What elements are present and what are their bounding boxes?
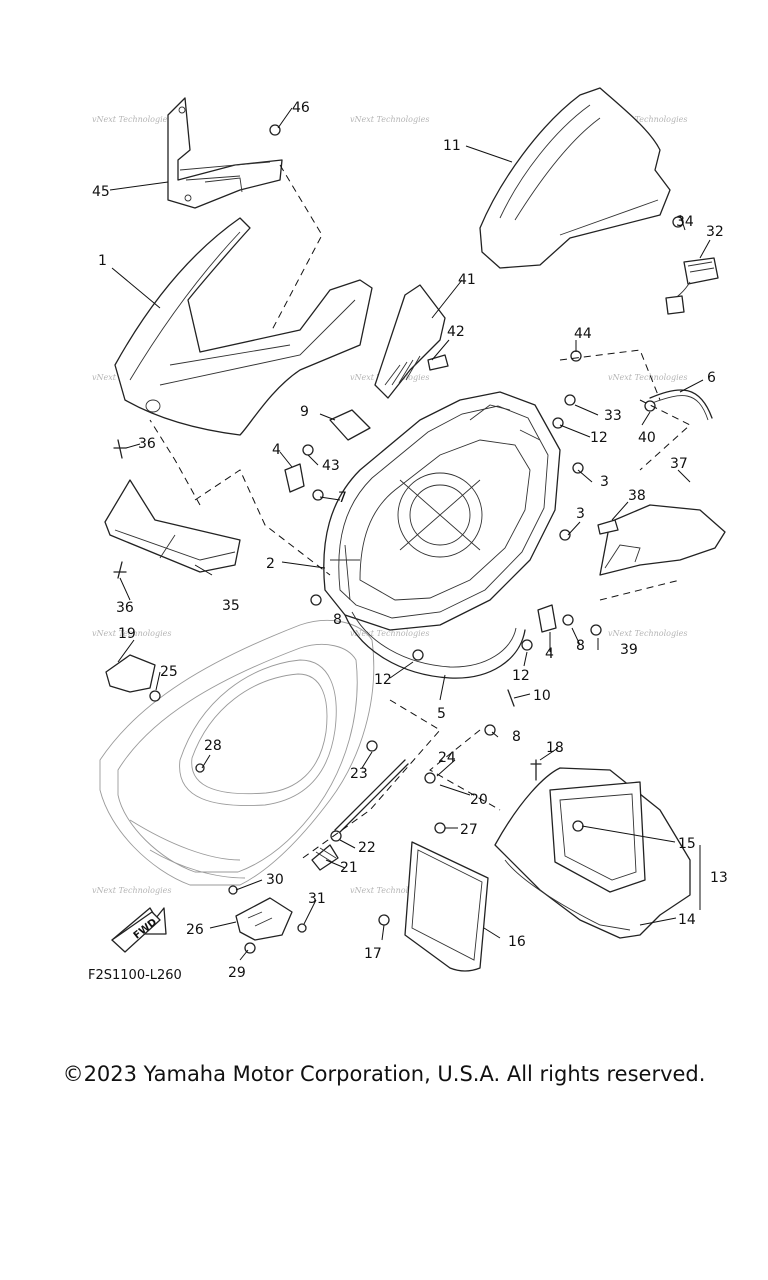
callout-label: 42 — [447, 324, 465, 340]
callout-label: 8 — [333, 612, 342, 628]
part-13-bin — [494, 767, 691, 939]
callout-label: 12 — [374, 672, 392, 688]
watermark: vNext Technologies — [608, 629, 687, 638]
callout-label: 44 — [574, 326, 592, 342]
callout-label: 7 — [338, 490, 347, 506]
callout-label: 27 — [460, 822, 478, 838]
part-35-front-grille — [104, 479, 241, 573]
fwd-arrow: FWD — [111, 907, 167, 953]
part-6-cable — [649, 389, 713, 419]
leader-lines — [109, 107, 711, 961]
callout-label: 24 — [438, 750, 456, 766]
part-26-bracket — [235, 897, 293, 941]
watermark: vNext Technologies — [350, 629, 429, 638]
callout-label: 21 — [340, 860, 358, 876]
callout-label: 26 — [186, 922, 204, 938]
callout-label: 31 — [308, 891, 326, 907]
callout-label: 4 — [545, 646, 554, 662]
copyright-notice: ©2023 Yamaha Motor Corporation, U.S.A. A… — [62, 1062, 706, 1086]
callout-label: 12 — [590, 430, 608, 446]
callout-label: 37 — [670, 456, 688, 472]
part-20-damper — [311, 759, 409, 871]
callout-label: 43 — [322, 458, 340, 474]
watermark: vNext Technologies — [350, 115, 429, 124]
callout-label: 12 — [512, 668, 530, 684]
part-11-upper-cover — [479, 87, 671, 269]
part-1-front-cover — [114, 217, 373, 436]
watermark: vNext Technologies — [92, 629, 171, 638]
part-32-sensor — [665, 257, 719, 315]
callout-label: 28 — [204, 738, 222, 754]
watermark: vNext Technologies — [608, 115, 687, 124]
callout-label: 11 — [443, 138, 461, 154]
callout-label: 14 — [678, 912, 696, 928]
hull-outline — [99, 619, 375, 886]
callout-label: 8 — [512, 729, 521, 745]
part-37-side-panel — [597, 504, 726, 576]
callout-label: 39 — [620, 642, 638, 658]
fasteners — [113, 124, 684, 954]
callout-label: 16 — [508, 934, 526, 950]
callout-label: 38 — [628, 488, 646, 504]
callout-label: 3 — [576, 506, 585, 522]
callout-label: 35 — [222, 598, 240, 614]
watermark: vNext Technologies — [608, 373, 687, 382]
callout-label: 17 — [364, 946, 382, 962]
callout-label: 2 — [266, 556, 275, 572]
dashed-lines — [149, 164, 691, 861]
callout-label: 13 — [710, 870, 728, 886]
part-5-tray — [344, 611, 526, 679]
watermark: vNext Technologies — [350, 886, 429, 895]
callout-label: 18 — [546, 740, 564, 756]
diagram-code: F2S1100-L260 — [88, 968, 182, 983]
part-4-clip — [537, 604, 557, 633]
part-9-plate — [329, 409, 371, 441]
callout-label: 32 — [706, 224, 724, 240]
part-45-bracket — [167, 97, 283, 209]
callout-label: 40 — [638, 430, 656, 446]
callout-label: 25 — [160, 664, 178, 680]
part-2-body — [323, 391, 561, 631]
part-4-clip — [284, 463, 305, 493]
callout-label: 6 — [707, 370, 716, 386]
callout-label: 23 — [350, 766, 368, 782]
callout-label: 36 — [138, 436, 156, 452]
callout-label: 10 — [533, 688, 551, 704]
callout-label: 45 — [92, 184, 110, 200]
callout-label: 8 — [576, 638, 585, 654]
callout-label: 36 — [116, 600, 134, 616]
part-6-cable-inner — [651, 395, 709, 421]
callout-label: 3 — [600, 474, 609, 490]
callout-label: 9 — [300, 404, 309, 420]
callout-label: 41 — [458, 272, 476, 288]
callout-label: 5 — [437, 706, 446, 722]
watermark: vNext Technologies — [92, 886, 171, 895]
callout-label: 20 — [470, 792, 488, 808]
callout-label: 34 — [676, 214, 694, 230]
parts-diagram: vNext Technologies vNext Technologies vN… — [88, 87, 728, 983]
part-19-latch — [105, 654, 156, 693]
callout-label: 46 — [292, 100, 310, 116]
callout-label: 29 — [228, 965, 246, 981]
part-16-panel — [404, 841, 489, 972]
callout-labels: 1 2 3 3 4 4 5 6 7 8 8 8 9 10 11 12 12 12… — [92, 100, 728, 981]
watermark: vNext Technologies — [92, 115, 171, 124]
callout-label: 30 — [266, 872, 284, 888]
callout-label: 19 — [118, 626, 136, 642]
callout-label: 1 — [98, 253, 107, 269]
callout-label: 33 — [604, 408, 622, 424]
callout-label: 15 — [678, 836, 696, 852]
callout-label: 4 — [272, 442, 281, 458]
callout-label: 22 — [358, 840, 376, 856]
